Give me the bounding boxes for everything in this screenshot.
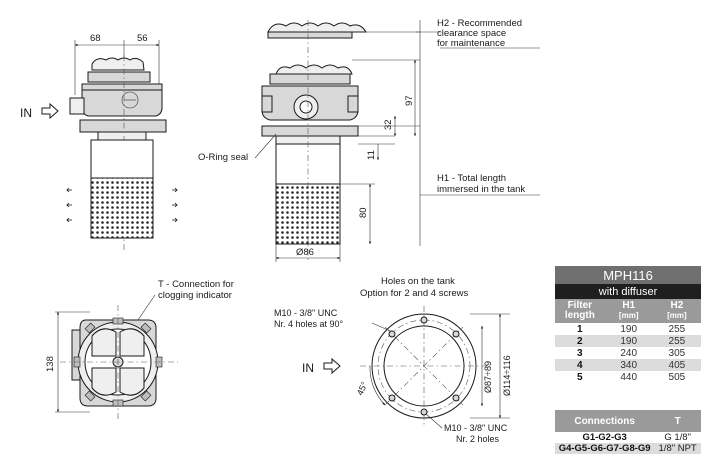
col-h1-unit: [mm]	[618, 311, 639, 320]
row-h1: 190	[604, 323, 653, 335]
h2-label-line3: for maintenance	[437, 38, 505, 49]
dim-d114-116-label: Ø114÷116	[502, 355, 512, 396]
col-h1-header: H1 [mm]	[604, 299, 653, 323]
h1-label-line2: immersed in the tank	[437, 184, 525, 195]
row-length: 5	[555, 371, 605, 383]
t-conn-label-line1: T - Connection for	[158, 279, 234, 290]
connections-t-header: T	[654, 410, 701, 432]
inlet-arrow-bottom-icon	[323, 357, 341, 375]
table-row: 1 190 255	[555, 323, 701, 335]
col-filter-length-header: Filter length	[555, 299, 605, 323]
dim-68-label: 68	[90, 33, 101, 44]
table-title: MPH116	[555, 266, 701, 284]
connection-t: 1/8" NPT	[654, 443, 701, 454]
m10-2-label-line1: M10 - 3/8" UNC	[444, 423, 508, 433]
row-h2: 405	[652, 359, 701, 371]
connections-table: Connections T G1-G2-G3 G 1/8" G4-G5-G6-G…	[555, 410, 701, 454]
inlet-label-bottom: IN	[302, 361, 314, 375]
col-filter-length-line1: Filter	[567, 300, 593, 311]
dim-d87-89-label: Ø87÷89	[483, 361, 493, 393]
row-h1: 190	[604, 335, 653, 347]
table-row: 4 340 405	[555, 359, 701, 371]
table-row: G4-G5-G6-G7-G8-G9 1/8" NPT	[555, 443, 701, 454]
row-h2: 255	[652, 323, 701, 335]
angle-45-label: 45°	[355, 380, 370, 397]
side-view-left: 68 56 IN	[20, 33, 178, 250]
row-h2: 505	[652, 371, 701, 383]
table-row: G1-G2-G3 G 1/8"	[555, 432, 701, 443]
row-h1: 340	[604, 359, 653, 371]
dim-97-label: 97	[404, 95, 415, 106]
dim-32-label: 32	[383, 119, 394, 130]
inlet-label-left: IN	[20, 106, 32, 120]
h2-label-line2: clearance space	[437, 28, 506, 39]
col-filter-length-line2: length	[564, 310, 595, 321]
col-h2-label: H2	[670, 300, 684, 311]
h1-label-line1: H1 - Total length	[437, 173, 506, 184]
flow-arrows-icon	[66, 187, 178, 223]
col-h1-label: H1	[622, 300, 636, 311]
row-h1: 440	[604, 371, 653, 383]
dim-11-label: 11	[366, 150, 377, 160]
dim-56-label: 56	[137, 33, 148, 44]
col-h2-unit: [mm]	[667, 311, 687, 320]
t-conn-label-line2: clogging indicator	[158, 290, 232, 301]
holes-label-line1: Holes on the tank	[381, 276, 455, 287]
row-length: 3	[555, 347, 605, 359]
dim-d86-label: Ø86	[296, 247, 314, 258]
connection-name: G1-G2-G3	[555, 432, 655, 443]
col-h2-header: H2 [mm]	[652, 299, 701, 323]
connection-t: G 1/8"	[654, 432, 701, 443]
table-row: 3 240 305	[555, 347, 701, 359]
table-header-row: Filter length H1 [mm] H2 [mm]	[555, 299, 701, 323]
dim-80-label: 80	[358, 207, 369, 218]
oring-label: O-Ring seal	[198, 152, 248, 163]
tank-holes-view: Holes on the tank Option for 2 and 4 scr…	[274, 276, 512, 444]
inlet-arrow-left-icon	[41, 102, 59, 120]
m10-2-label-line2: Nr. 2 holes	[456, 434, 500, 444]
row-h2: 305	[652, 347, 701, 359]
top-view: T - Connection for clogging indicator 13…	[45, 279, 234, 420]
row-length: 1	[555, 323, 605, 335]
row-h2: 255	[652, 335, 701, 347]
m10-4-label-line1: M10 - 3/8" UNC	[274, 308, 338, 318]
holes-label-line2: Option for 2 and 4 screws	[360, 288, 468, 299]
table-row: 5 440 505	[555, 371, 701, 383]
row-length: 2	[555, 335, 605, 347]
h2-label-line1: H2 - Recommended	[437, 18, 522, 29]
side-view-right: Ø86 80 97 32 11	[254, 20, 540, 262]
connection-name: G4-G5-G6-G7-G8-G9	[555, 443, 655, 454]
table-row: 2 190 255	[555, 335, 701, 347]
dim-138-label: 138	[45, 356, 56, 372]
row-h1: 240	[604, 347, 653, 359]
table-subtitle: with diffuser	[555, 284, 701, 299]
filter-spec-table: MPH116 with diffuser Filter length H1 [m…	[555, 266, 701, 383]
connections-header: Connections	[555, 410, 655, 432]
m10-4-label-line2: Nr. 4 holes at 90°	[274, 319, 344, 329]
row-length: 4	[555, 359, 605, 371]
